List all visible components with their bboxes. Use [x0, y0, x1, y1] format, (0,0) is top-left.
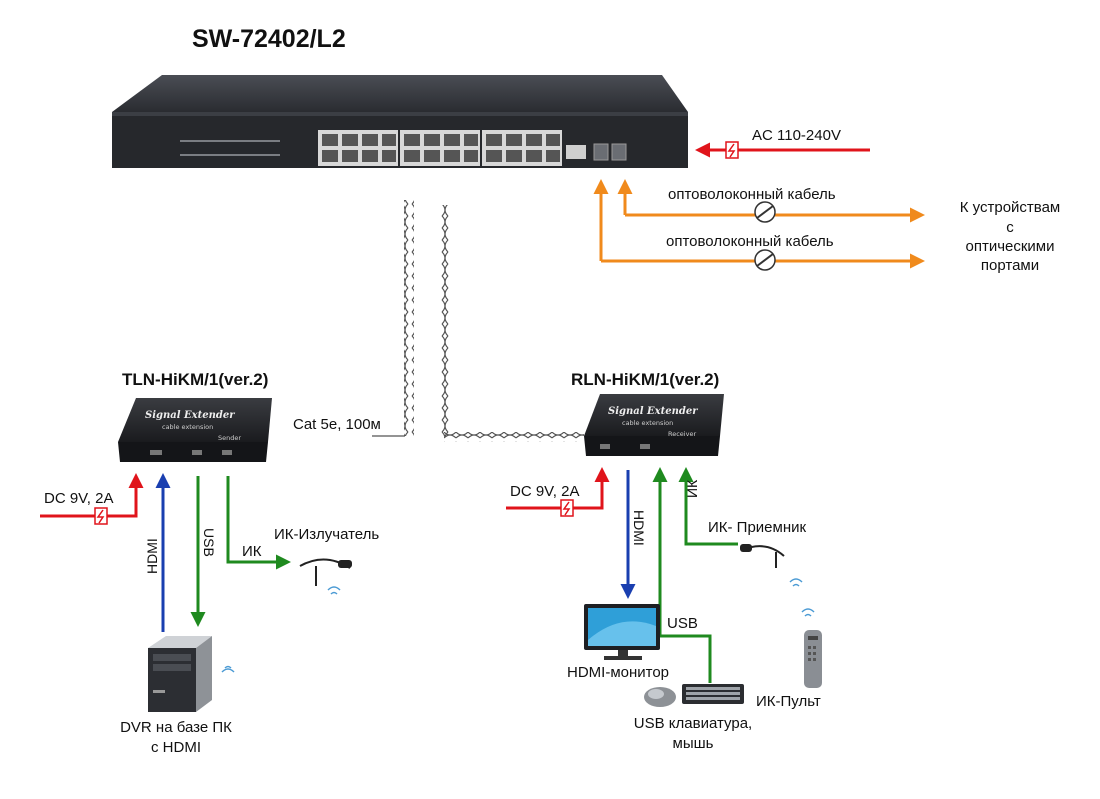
transmitter-device: Signal Extender cable extension Sender [118, 398, 272, 462]
receiver-model-label: RLN-HiKM/1(ver.2) [571, 370, 719, 389]
receiver-hdmi-port [600, 444, 610, 449]
usb-label-left: USB [201, 528, 217, 557]
hdmi-label-left: HDMI [144, 538, 160, 574]
dvr-label-line2: с HDMI [151, 739, 201, 756]
svg-text:cable extension: cable extension [622, 419, 673, 427]
ir-emitter-icon [299, 558, 352, 595]
ac-power-line [695, 141, 870, 159]
switch-sfp-port-2 [611, 143, 627, 161]
keyboard-icon [682, 684, 744, 704]
switch-status-leds [180, 140, 280, 156]
fiber-cable-label-1: оптоволоконный кабель [668, 186, 836, 203]
cat5e-cable [404, 200, 584, 442]
usb-line-right [652, 467, 712, 683]
svg-text:портами: портами [981, 257, 1039, 274]
dvr-label-line1: DVR на базе ПК [120, 719, 232, 736]
network-switch [112, 75, 688, 168]
cat5e-label: Cat 5e, 100м [293, 416, 381, 433]
receiver-device: Signal Extender cable extension Receiver [584, 394, 724, 456]
usb-label-right: USB [667, 615, 698, 632]
transmitter-usb-port [192, 450, 202, 455]
ac-fuse-icon [725, 141, 739, 159]
switch-sfp-port-1 [593, 143, 609, 161]
ir-remote-label: ИК-Пульт [756, 693, 821, 710]
mouse-icon [644, 687, 676, 707]
switch-model-label: SW-72402/L2 [192, 25, 346, 53]
dc-label-left: DC 9V, 2A [44, 490, 114, 507]
svg-text:Sender: Sender [218, 434, 241, 442]
ir-label-right: ИК [684, 479, 700, 498]
dc-fuse-icon-left [94, 507, 108, 525]
ir-remote-icon [801, 608, 822, 688]
ir-line-right [678, 467, 738, 546]
monitor-icon [584, 604, 660, 660]
keyboard-mouse-label-line2: мышь [673, 735, 714, 752]
switch-console-port [566, 145, 586, 159]
ir-line-left [226, 476, 291, 570]
receiver-usb-port [640, 444, 650, 449]
fiber-cable-label-2: оптоволоконный кабель [666, 233, 834, 250]
dc-fuse-icon-right [560, 499, 574, 517]
ac-power-label: AC 110-240V [752, 127, 841, 144]
keyboard-mouse-label-line1: USB клавиатура, [634, 715, 752, 732]
svg-text:оптическими: оптическими [965, 238, 1054, 255]
transmitter-ir-port [222, 450, 232, 455]
transmitter-hdmi-port [150, 450, 162, 455]
pc-tower-icon [148, 636, 235, 712]
svg-text:Signal Extender: Signal Extender [145, 410, 235, 421]
ir-receiver-icon [740, 544, 803, 587]
optical-devices-label: К устройствам с оптическими портами [960, 199, 1061, 274]
switch-port-block-3 [482, 130, 562, 166]
ir-receiver-label: ИК- Приемник [708, 519, 807, 536]
dc-power-line-left [40, 473, 144, 525]
svg-text:Signal Extender: Signal Extender [608, 406, 698, 417]
dc-label-right: DC 9V, 2A [510, 483, 580, 500]
svg-text:cable extension: cable extension [162, 423, 213, 431]
fiber-line-2 [593, 179, 925, 271]
ir-emitter-label: ИК-Излучатель [274, 526, 379, 543]
hdmi-label-right: HDMI [631, 510, 647, 546]
svg-text:К устройствам: К устройствам [960, 199, 1061, 216]
fiber-line-1 [617, 179, 925, 223]
svg-text:Receiver: Receiver [668, 430, 696, 438]
svg-text:с: с [1006, 219, 1014, 236]
transmitter-model-label: TLN-HiKM/1(ver.2) [122, 370, 268, 389]
switch-port-block-1 [318, 130, 398, 166]
ir-label-left: ИК [242, 543, 262, 560]
switch-port-block-2 [400, 130, 480, 166]
hdmi-monitor-label: HDMI-монитор [567, 664, 669, 681]
dc-power-line-right [506, 467, 610, 517]
